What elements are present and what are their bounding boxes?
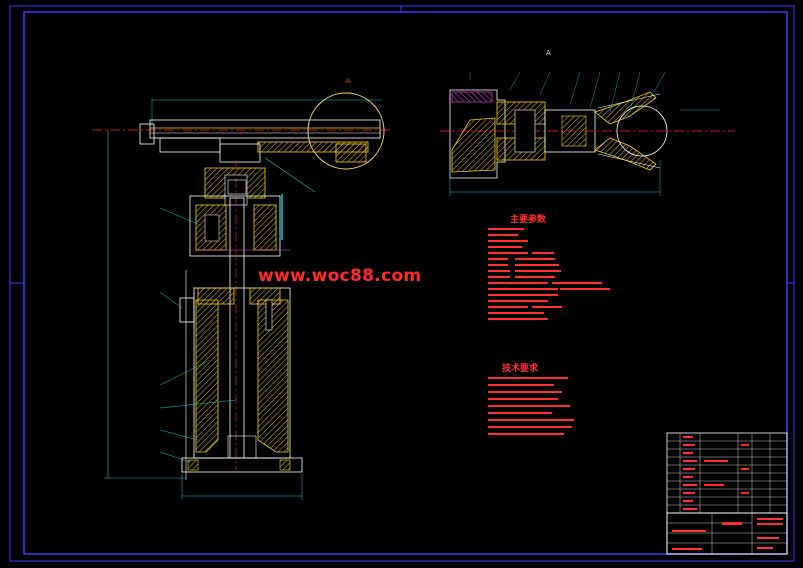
technical-requirements-block: 技术要求 <box>488 362 574 435</box>
gripper-detail-view: A <box>440 49 735 196</box>
detail-label-a-right: A <box>546 49 551 57</box>
arm-assembly-view: A <box>92 77 392 500</box>
detail-label-a: A <box>346 77 351 85</box>
main-params-title: 主要参数 <box>510 213 547 225</box>
tech-req-title: 技术要求 <box>502 362 539 374</box>
title-block <box>666 432 788 555</box>
watermark-text: www.woc88.com <box>258 266 422 286</box>
drawing-frame <box>9 5 795 562</box>
main-parameters-block: 主要参数 <box>488 213 610 320</box>
